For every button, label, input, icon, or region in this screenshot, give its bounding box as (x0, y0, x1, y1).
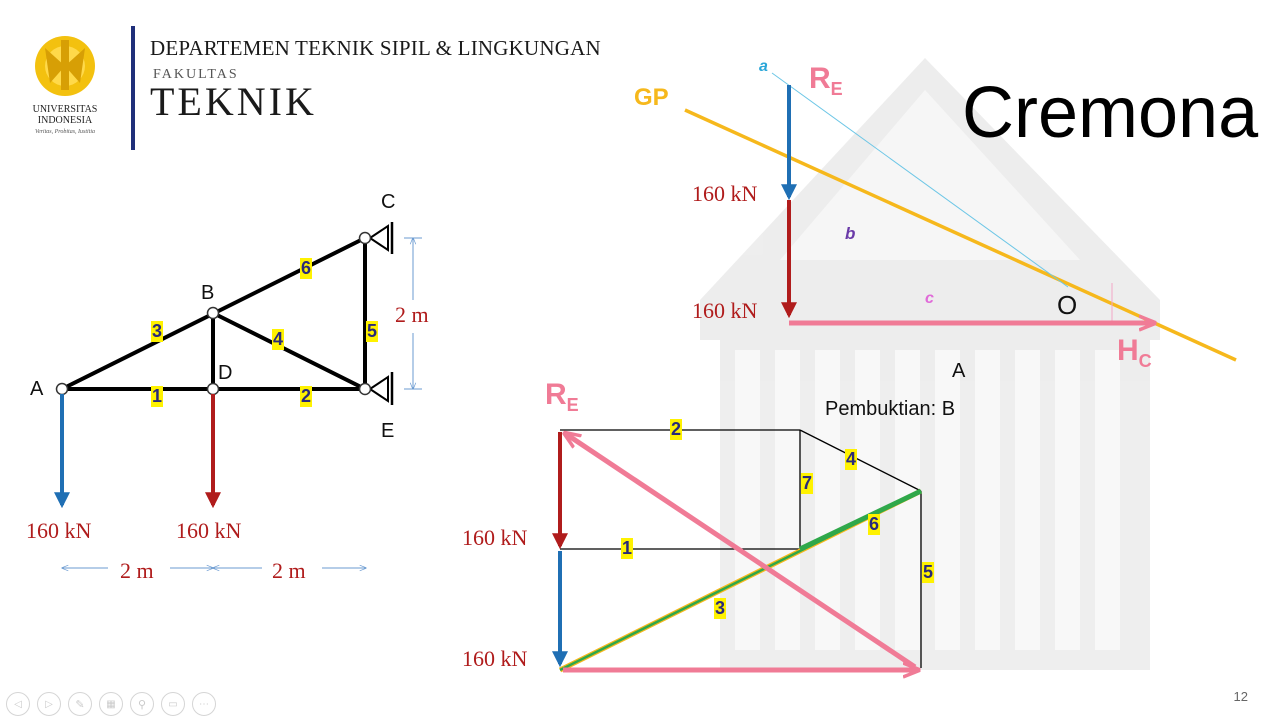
node-label-E: E (381, 420, 395, 442)
node-label-C: C (381, 191, 396, 213)
support-C (368, 224, 389, 252)
logo-line1: UNIVERSITAS (32, 104, 98, 115)
reaction-label-RE-bottom-sub: E (566, 395, 579, 415)
bottom-load-label-1: 160 kN (462, 525, 528, 550)
subtitle-icon[interactable]: ▭ (161, 692, 185, 716)
node-A (55, 382, 69, 396)
slide-title: Cremona (962, 73, 1259, 153)
zoom-icon[interactable]: ⚲ (130, 692, 154, 716)
faculty-label: FAKULTAS (153, 67, 239, 82)
logo-line2: INDONESIA (37, 115, 93, 126)
cremona-member-4 (799, 429, 922, 492)
funicular-diagram (684, 72, 1237, 362)
makara-emblem-icon (35, 36, 95, 96)
ray-label-b: b (845, 224, 856, 243)
top-load-label-1: 160 kN (692, 181, 758, 206)
prev-icon[interactable]: ◁ (6, 692, 30, 716)
cremona-label-1: 1 (621, 538, 634, 559)
ray-label-c: c (925, 290, 934, 307)
bottom-load-label-2: 160 kN (462, 646, 528, 671)
ray-a (771, 72, 1069, 288)
cremona-label-2: 2 (670, 419, 683, 440)
node-label-B: B (201, 282, 215, 304)
truss-member-BE (212, 311, 366, 391)
faculty-name: TEKNIK (150, 79, 317, 124)
next-icon[interactable]: ▷ (37, 692, 61, 716)
node-label-D: D (218, 362, 233, 384)
member-label-5: 5 (366, 321, 379, 342)
pole-label-O: O (1057, 290, 1078, 320)
reaction-label-RE-top-main: R (809, 62, 831, 95)
cremona-reaction-RE (566, 434, 917, 670)
node-B (206, 306, 220, 320)
support-E (368, 375, 389, 403)
cremona-label-4: 4 (845, 449, 858, 470)
node-E (358, 382, 372, 396)
reaction-label-HC: HC (1117, 334, 1152, 372)
member-label-2: 2 (300, 386, 313, 407)
department-name: DEPARTEMEN TEKNIK SIPIL & LINGKUNGAN (150, 36, 601, 60)
truss-load-label-A: 160 kN (26, 518, 92, 543)
cremona-label-5: 5 (922, 562, 935, 583)
reaction-label-HC-main: H (1117, 334, 1139, 367)
page-number: 12 (1233, 689, 1248, 704)
more-icon[interactable]: ⋯ (192, 692, 216, 716)
university-logo: UNIVERSITAS INDONESIA Veritas, Probitas,… (20, 28, 120, 148)
cremona-label-7: 7 (801, 473, 814, 494)
funicular-label-GP: GP (634, 84, 669, 111)
truss (54, 222, 422, 568)
slideshow-toolbar: ◁ ▷ ✎ ▦ ⚲ ▭ ⋯ (6, 692, 216, 716)
cremona-force-diagram (552, 429, 923, 670)
reaction-label-RE-top-sub: E (830, 79, 843, 99)
reaction-label-HC-sub: C (1138, 351, 1152, 371)
logo-motto: Veritas, Probitas, Iustitia (34, 129, 96, 135)
cremona-label-6: 6 (868, 514, 881, 535)
node-label-A: A (30, 378, 44, 400)
member-label-3: 3 (151, 321, 164, 342)
dim-label-v: 2 m (395, 302, 429, 327)
truss-load-label-D: 160 kN (176, 518, 242, 543)
note-label-a: A (952, 360, 966, 382)
node-D (206, 382, 220, 396)
reaction-label-RE-bottom: RE (545, 378, 579, 416)
dim-label-h1: 2 m (120, 558, 154, 583)
cremona-label-3: 3 (714, 598, 727, 619)
ray-label-a: a (759, 58, 768, 75)
header-divider (131, 26, 135, 150)
pen-icon[interactable]: ✎ (68, 692, 92, 716)
reaction-label-RE-top: RE (809, 62, 843, 100)
node-C (358, 231, 372, 245)
cremona-member-6-thick (798, 488, 923, 552)
dim-label-h2: 2 m (272, 558, 306, 583)
member-label-1: 1 (151, 386, 164, 407)
member-label-4: 4 (272, 329, 285, 350)
top-load-label-2: 160 kN (692, 298, 758, 323)
slides-icon[interactable]: ▦ (99, 692, 123, 716)
reaction-label-RE-bottom-main: R (545, 378, 567, 411)
member-label-6: 6 (300, 258, 313, 279)
proof-label: Pembuktian: B (825, 398, 956, 420)
